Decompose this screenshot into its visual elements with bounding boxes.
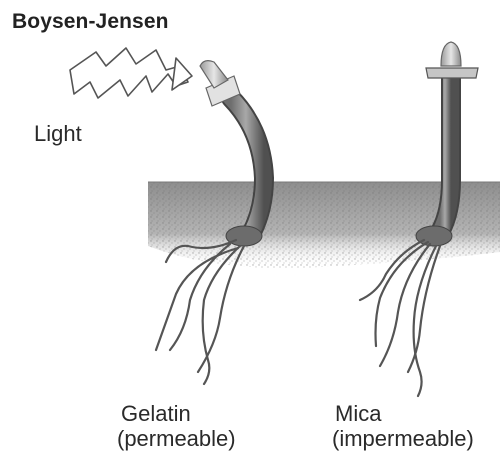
gelatin-label: Gelatin [121, 401, 191, 426]
light-ray-arrow [70, 48, 192, 98]
light-label: Light [34, 121, 82, 146]
mica-label: Mica [335, 401, 381, 426]
mica-property-label: (impermeable) [332, 426, 474, 451]
gelatin-property-label: (permeable) [117, 426, 236, 451]
